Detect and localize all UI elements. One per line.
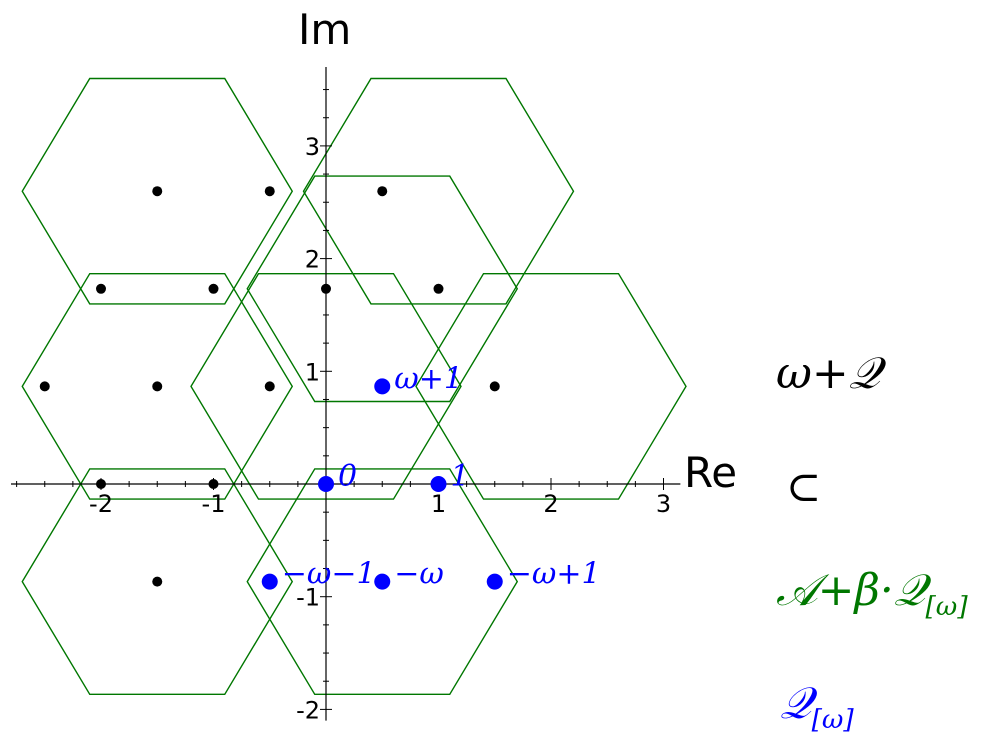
lattice-point (208, 479, 219, 489)
highlighted-point (261, 573, 278, 590)
y-tick-label: 3 (305, 133, 320, 161)
highlighted-point (374, 573, 391, 590)
y-tick-label: 1 (305, 358, 320, 386)
hexagon-group (21, 77, 687, 695)
x-tick-label: 2 (543, 490, 558, 518)
x-tick-label: 1 (431, 490, 446, 518)
legend-subset-symbol: ⊂ (786, 462, 821, 511)
y-axis-title: Im (298, 5, 351, 54)
lattice-point (96, 283, 106, 294)
hexagon-cell (302, 77, 575, 305)
x-axis-title: Re (684, 448, 737, 497)
legend-line4-main: 𝒬 (780, 678, 812, 729)
legend-line1-text: ω+𝒬 (776, 348, 881, 399)
axes-group (11, 67, 681, 721)
highlighted-point-label: −ω (394, 557, 444, 592)
highlighted-point (430, 476, 447, 492)
lattice-point (377, 186, 388, 197)
lattice-point (39, 381, 50, 392)
legend-omega-plus-q: ω+𝒬 (776, 348, 880, 399)
lattice-point (489, 381, 500, 392)
lattice-point (433, 283, 444, 294)
highlighted-point-label: −ω+1 (507, 557, 601, 592)
x-tick-label: -1 (202, 490, 226, 518)
tick-group: -2 -1 1 2 3 -2 -1 1 2 3 (16, 89, 671, 724)
hexagon-cell (21, 273, 294, 500)
lattice-point (264, 381, 275, 392)
x-tick-label: 3 (656, 490, 671, 518)
x-tick-label: -2 (89, 490, 113, 518)
hexagon-cell (246, 175, 519, 403)
lattice-point (152, 186, 163, 197)
lattice-point (96, 479, 106, 489)
legend-line2-text: ⊂ (786, 462, 822, 511)
highlighted-point-label: 1 (451, 459, 470, 494)
hexagon-cell (21, 77, 294, 305)
hexagon-cell (246, 468, 519, 695)
highlighted-point-label: 0 (338, 459, 357, 494)
lattice-point (264, 186, 275, 197)
lattice-point-group (39, 186, 500, 587)
highlighted-point-label: −ω−1 (282, 557, 376, 592)
y-tick-label: 2 (305, 246, 320, 274)
highlighted-point-label: ω+1 (394, 361, 463, 396)
lattice-point (152, 381, 163, 392)
legend-line3-main: 𝒜+β·𝒬 (776, 565, 926, 616)
legend-green-set: 𝒜+β·𝒬[ω] (776, 565, 968, 622)
lattice-point (208, 283, 219, 294)
lattice-point (152, 576, 163, 587)
highlighted-point (486, 573, 503, 590)
legend-line3-sub: [ω] (925, 590, 968, 622)
y-tick-label: -1 (296, 584, 320, 612)
hexagon-cell (190, 273, 462, 500)
highlighted-point (374, 378, 391, 395)
highlighted-point-group: 0 1 ω+1 −ω−1 −ω −ω+1 (261, 361, 601, 592)
highlighted-point (318, 476, 334, 492)
hexagon-cell (21, 468, 294, 695)
legend-line4-sub: [ω] (811, 703, 854, 735)
y-tick-label: -2 (296, 696, 320, 724)
lattice-point (321, 283, 331, 294)
legend-blue-set: 𝒬[ω] (780, 678, 854, 735)
hexagon-cell (415, 273, 687, 500)
